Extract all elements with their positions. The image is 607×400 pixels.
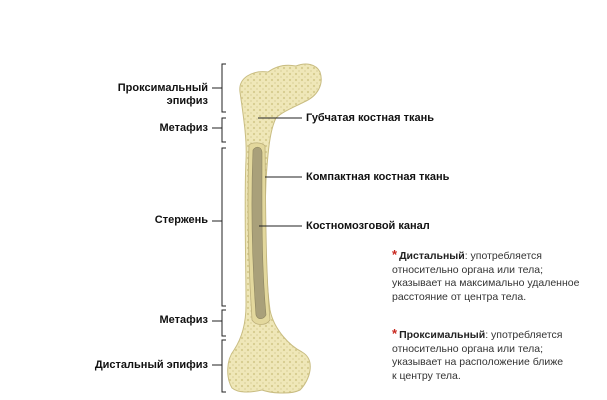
note-proximal-line3: указывает на расположение ближе <box>392 356 564 368</box>
note-proximal-line2: относительно органа или тела; <box>392 342 544 355</box>
note-distal-term: Дистальный <box>399 250 465 262</box>
label-proximal-epiphysis: Проксимальный эпифиз <box>100 82 208 108</box>
label-proximal-epiphysis-line1: Проксимальный <box>117 82 208 94</box>
label-medullary-canal: Костномозговой канал <box>306 220 430 232</box>
label-metaphysis-lower: Метафиз <box>159 314 209 326</box>
note-distal-line3: указывает на максимально удаленное <box>392 277 580 289</box>
label-spongy-bone: Губчатая костная ткань <box>306 112 435 124</box>
note-proximal-term: Проксимальный <box>399 329 486 341</box>
note-distal-line2: относительно органа или тела; <box>392 263 544 276</box>
medullary-canal <box>251 146 267 320</box>
note-proximal: *Проксимальный: употребляется относитель… <box>392 327 597 383</box>
pointer-lines <box>258 117 302 227</box>
label-proximal-epiphysis-line2: эпифиз <box>166 95 208 107</box>
note-proximal-star: * <box>392 326 398 341</box>
label-shaft: Стержень <box>154 214 208 226</box>
label-compact-bone: Компактная костная ткань <box>306 171 450 183</box>
label-metaphysis-upper: Метафиз <box>159 122 209 134</box>
label-distal-epiphysis: Дистальный эпифиз <box>94 359 208 371</box>
note-distal-line4: расстояние от центра тела. <box>392 290 527 303</box>
note-distal-star: * <box>392 247 398 262</box>
note-proximal-line4: к центру тела. <box>392 369 461 382</box>
note-distal-line1: : употребляется <box>464 250 542 262</box>
note-distal: *Дистальный: употребляется относительно … <box>392 248 597 304</box>
note-proximal-line1: : употребляется <box>485 329 563 341</box>
region-brackets <box>212 63 226 393</box>
